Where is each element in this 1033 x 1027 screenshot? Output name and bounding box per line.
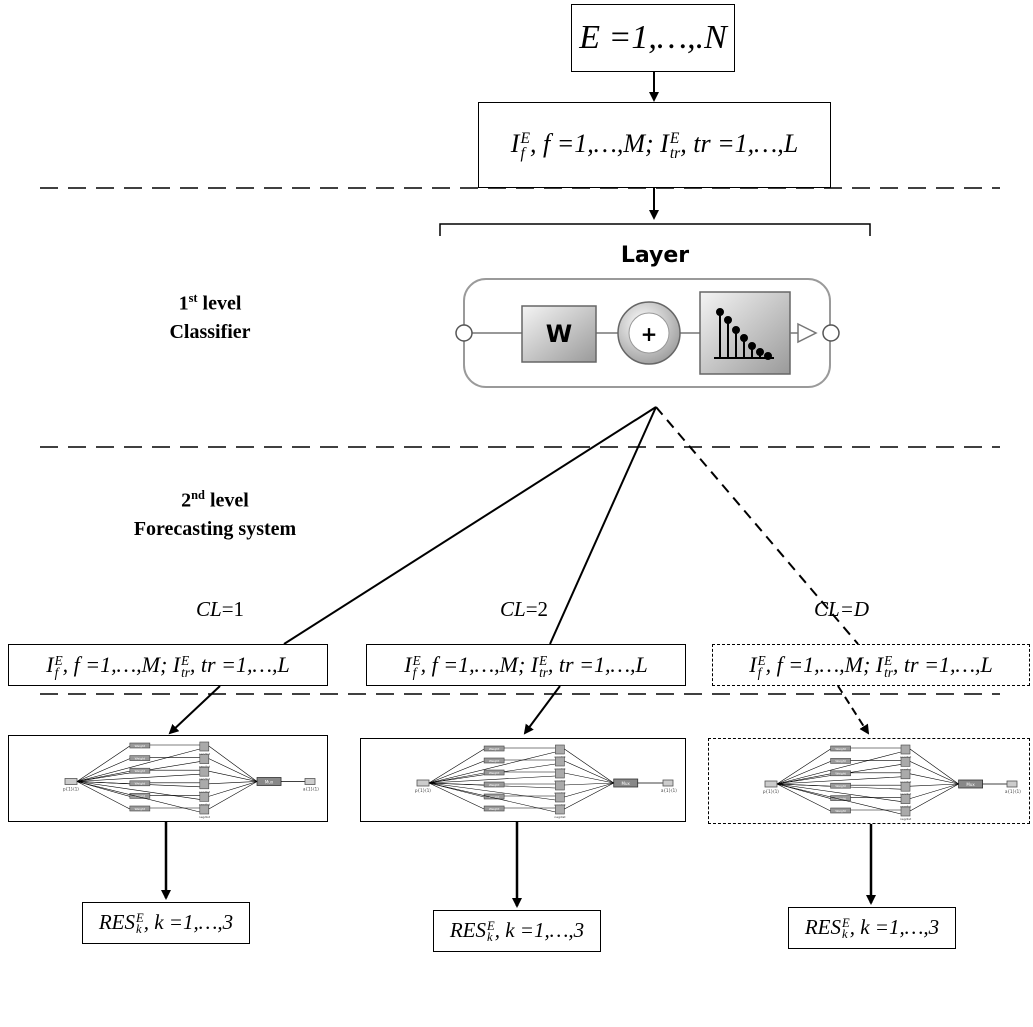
svg-text:Weight: Weight <box>835 809 846 813</box>
svg-text:p{1}(1): p{1}(1) <box>763 789 779 794</box>
layer-title: Layer <box>620 243 690 268</box>
level1-word: level <box>202 292 242 315</box>
svg-text:negdist: negdist <box>199 777 211 781</box>
svg-text:Weight: Weight <box>835 759 846 763</box>
level1-label: 1st level Classifier <box>110 284 310 346</box>
svg-text:negdist: negdist <box>900 755 912 759</box>
network-diagram: p{1}(1)Muxa{1}(1)WeightnegdistWeightnegd… <box>763 744 1021 821</box>
line-classifier-to-cl1 <box>283 406 657 645</box>
svg-text:Mux: Mux <box>265 780 274 785</box>
svg-text:negdist: negdist <box>900 792 912 796</box>
svg-text:a{1}(1): a{1}(1) <box>661 788 677 793</box>
network-diagram: p{1}(1)Muxa{1}(1)WeightnegdistWeightnegd… <box>415 744 677 819</box>
cluster-label-1: CL=1 <box>196 597 245 621</box>
svg-text:Weight: Weight <box>489 747 500 751</box>
svg-text:p{1}(1): p{1}(1) <box>415 788 431 793</box>
svg-text:Weight: Weight <box>135 782 146 786</box>
svg-text:Weight: Weight <box>489 795 500 799</box>
svg-text:Weight: Weight <box>835 747 846 751</box>
svg-text:negdist: negdist <box>199 765 211 769</box>
weight-label: W <box>546 320 572 348</box>
layer-output-arrow <box>797 322 818 344</box>
line-classifier-to-cl2 <box>549 406 657 645</box>
svg-text:Weight: Weight <box>135 807 146 811</box>
svg-text:Weight: Weight <box>135 794 146 798</box>
svg-text:Weight: Weight <box>135 744 146 748</box>
svg-text:Weight: Weight <box>135 756 146 760</box>
cluster-label-2: CL=2 <box>500 597 549 621</box>
svg-text:negdist: negdist <box>199 815 211 819</box>
cluster2-network-panel: p{1}(1)Muxa{1}(1)WeightnegdistWeightnegd… <box>360 738 686 822</box>
svg-text:Weight: Weight <box>489 783 500 787</box>
svg-text:negdist: negdist <box>199 790 211 794</box>
layer-block: W + <box>455 278 840 388</box>
competitive-transfer-icon <box>714 308 774 360</box>
svg-text:Mux: Mux <box>966 782 975 787</box>
svg-text:negdist: negdist <box>199 752 211 756</box>
level2-name: Forecasting system <box>133 517 297 540</box>
arrow-cl1-input-to-net <box>168 685 221 735</box>
network-diagram: p{1}(1)Muxa{1}(1)WeightnegdistWeightnegd… <box>63 741 319 819</box>
e-range-text: E =1,…,.N <box>579 19 727 56</box>
sum-label: + <box>641 322 658 346</box>
level2-word: level <box>209 489 249 512</box>
svg-text:Weight: Weight <box>835 784 846 788</box>
transfer-function-block <box>699 291 791 375</box>
svg-text:Weight: Weight <box>835 796 846 800</box>
layer-input-port <box>455 324 473 342</box>
cluster-label-D: CL=D <box>814 597 870 621</box>
svg-text:Mux: Mux <box>622 781 631 786</box>
arrow-cl2-input-to-net <box>523 685 561 735</box>
svg-text:Weight: Weight <box>489 771 500 775</box>
svg-text:Weight: Weight <box>835 772 846 776</box>
level2-ordinal: 2 <box>181 489 192 512</box>
svg-text:negdist: negdist <box>900 817 912 821</box>
svg-text:Weight: Weight <box>135 769 146 773</box>
svg-text:a{1}(1): a{1}(1) <box>1005 789 1021 794</box>
level1-sup: st <box>188 291 198 305</box>
svg-text:negdist: negdist <box>554 815 566 819</box>
level1-ordinal: 1 <box>178 292 189 315</box>
svg-text:negdist: negdist <box>199 802 211 806</box>
svg-text:Weight: Weight <box>489 759 500 763</box>
svg-text:negdist: negdist <box>900 767 912 771</box>
line-classifier-to-clD <box>655 406 859 645</box>
level1-name: Classifier <box>169 320 251 343</box>
arrow-clD-input-to-net <box>837 685 870 735</box>
level2-label: 2nd level Forecasting system <box>90 481 340 543</box>
svg-text:a{1}(1): a{1}(1) <box>303 787 319 792</box>
svg-text:p{1}(1): p{1}(1) <box>63 787 79 792</box>
level2-sup: nd <box>191 488 205 502</box>
layer-output-port <box>822 324 840 342</box>
layer-bracket <box>439 223 871 236</box>
weight-block <box>521 305 597 363</box>
svg-text:negdist: negdist <box>900 780 912 784</box>
svg-text:Weight: Weight <box>489 807 500 811</box>
svg-text:negdist: negdist <box>900 805 912 809</box>
e-range-box: E =1,…,.N <box>571 4 735 72</box>
